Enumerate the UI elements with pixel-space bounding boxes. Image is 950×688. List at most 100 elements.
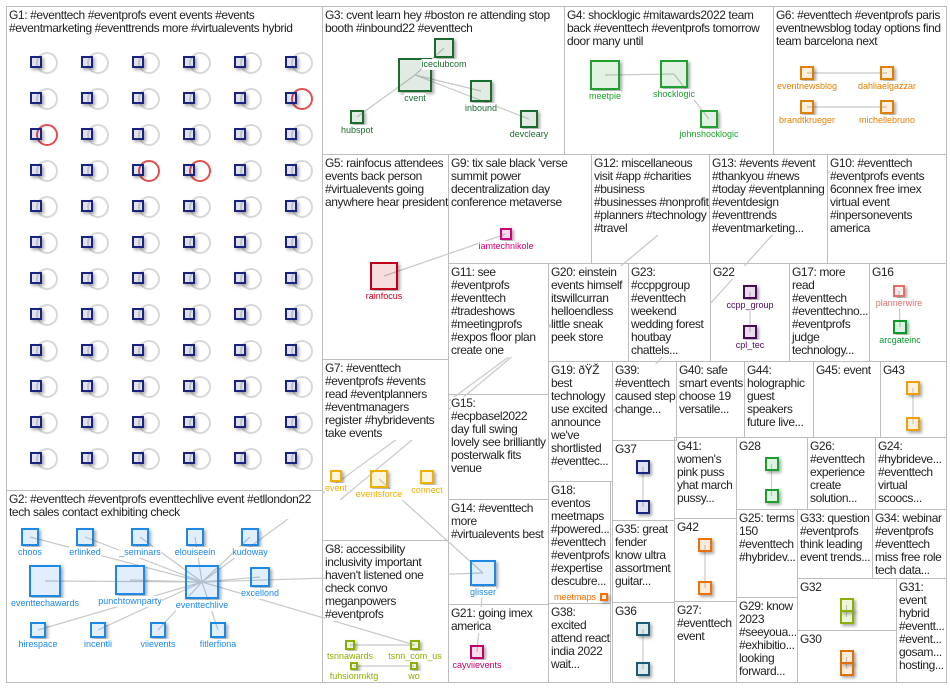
node-isolate[interactable] [81, 200, 93, 212]
node-isolate[interactable] [183, 56, 195, 68]
node-rainfocus[interactable] [370, 262, 398, 290]
node-hirespace[interactable] [30, 622, 46, 638]
node[interactable] [839, 662, 854, 676]
node-isolate[interactable] [132, 308, 144, 320]
node-isolate[interactable] [234, 452, 246, 464]
node-isolate[interactable] [183, 380, 195, 392]
node-isolate[interactable] [234, 308, 246, 320]
node-isolate[interactable] [234, 272, 246, 284]
node-isolate[interactable] [285, 56, 297, 68]
node-isolate[interactable] [30, 164, 42, 176]
node-cayviievents[interactable] [470, 645, 484, 659]
node-erlinked[interactable] [76, 528, 94, 546]
node-isolate[interactable] [234, 344, 246, 356]
node-brandtkrueger[interactable] [800, 100, 814, 114]
node-isolate[interactable] [234, 56, 246, 68]
node-glisser[interactable] [470, 560, 496, 586]
node-isolate[interactable] [285, 380, 297, 392]
node-plannerwire[interactable] [893, 285, 905, 297]
node-eventsforce[interactable] [370, 470, 388, 488]
node-isolate[interactable] [234, 380, 246, 392]
node-isolate[interactable] [234, 416, 246, 428]
node-isolate[interactable] [30, 128, 42, 140]
node-isolate[interactable] [285, 344, 297, 356]
node-isolate[interactable] [234, 128, 246, 140]
node-eventtechlive[interactable] [185, 565, 219, 599]
node-fitlerfiona[interactable] [210, 622, 226, 638]
node-fuhsionmktg[interactable] [350, 662, 358, 670]
node[interactable] [764, 489, 779, 503]
node[interactable] [636, 662, 650, 676]
node-eventtechawards[interactable] [29, 565, 61, 597]
node-isolate[interactable] [234, 200, 246, 212]
node-isolate[interactable] [234, 236, 246, 248]
node[interactable] [636, 622, 650, 636]
node-isolate[interactable] [132, 236, 144, 248]
node-isolate[interactable] [30, 56, 42, 68]
node[interactable] [906, 381, 920, 395]
node-isolate[interactable] [183, 128, 195, 140]
node-isolate[interactable] [81, 236, 93, 248]
node-isolate[interactable] [132, 200, 144, 212]
node-isolate[interactable] [30, 200, 42, 212]
node-isolate[interactable] [183, 92, 195, 104]
node-elouiseein[interactable] [186, 528, 204, 546]
node-isolate[interactable] [81, 92, 93, 104]
node-isolate[interactable] [183, 236, 195, 248]
node-isolate[interactable] [285, 416, 297, 428]
node-isolate[interactable] [30, 380, 42, 392]
node-isolate[interactable] [285, 200, 297, 212]
node-isolate[interactable] [183, 344, 195, 356]
node-tsnnawards[interactable] [345, 640, 355, 650]
node-isolate[interactable] [132, 452, 144, 464]
node-isolate[interactable] [81, 452, 93, 464]
node-johnshocklogic[interactable] [700, 110, 718, 128]
node-devcleary[interactable] [520, 110, 538, 128]
node-isolate[interactable] [81, 308, 93, 320]
node-viievents[interactable] [150, 622, 166, 638]
node-shocklogic[interactable] [660, 60, 688, 88]
node-isolate[interactable] [183, 200, 195, 212]
node-isolate[interactable] [81, 380, 93, 392]
node-isolate[interactable] [81, 272, 93, 284]
node-isolate[interactable] [81, 164, 93, 176]
node-excellond[interactable] [250, 567, 270, 587]
node-isolate[interactable] [30, 236, 42, 248]
node-meetmaps[interactable] [600, 593, 608, 601]
node-punchtownparty[interactable] [115, 565, 145, 595]
node[interactable] [839, 610, 854, 624]
node[interactable] [764, 457, 779, 471]
node-kudoway[interactable] [241, 528, 259, 546]
node-arcgateinc[interactable] [893, 320, 907, 334]
node-inbound[interactable] [470, 80, 492, 102]
node-isolate[interactable] [285, 452, 297, 464]
node-isolate[interactable] [132, 56, 144, 68]
node[interactable] [906, 417, 920, 431]
node-isolate[interactable] [285, 236, 297, 248]
node-isolate[interactable] [183, 164, 195, 176]
node-isolate[interactable] [132, 380, 144, 392]
node-isolate[interactable] [234, 92, 246, 104]
node-dahliaelgazzar[interactable] [880, 66, 894, 80]
node-iceclubcom[interactable] [434, 38, 454, 58]
node-isolate[interactable] [81, 344, 93, 356]
node-isolate[interactable] [132, 272, 144, 284]
node-isolate[interactable] [81, 56, 93, 68]
node-connect[interactable] [420, 470, 434, 484]
node-isolate[interactable] [30, 92, 42, 104]
node[interactable] [636, 500, 650, 514]
node[interactable] [636, 460, 650, 474]
node-isolate[interactable] [30, 272, 42, 284]
node-wo[interactable] [410, 662, 418, 670]
node-isolate[interactable] [30, 344, 42, 356]
node-iamtechnikole[interactable] [500, 228, 512, 240]
node-isolate[interactable] [285, 164, 297, 176]
node-isolate[interactable] [183, 452, 195, 464]
node-meetpie[interactable] [590, 60, 620, 90]
node[interactable] [698, 538, 712, 552]
node--seminars[interactable] [131, 528, 149, 546]
node-isolate[interactable] [30, 452, 42, 464]
node-isolate[interactable] [285, 92, 297, 104]
node-hubspot[interactable] [350, 110, 364, 124]
node-cpl-tec[interactable] [743, 325, 757, 339]
